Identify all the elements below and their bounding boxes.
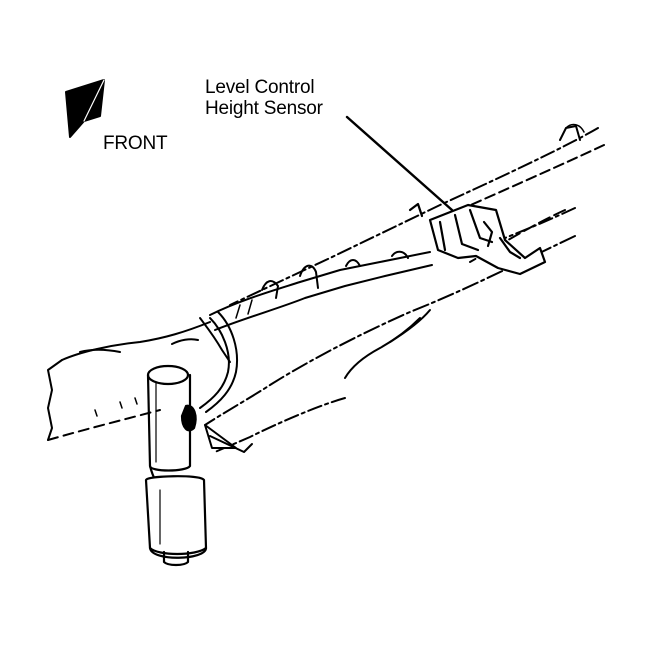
wire-harness [199,309,431,413]
control-link [209,250,433,331]
front-label: FRONT [103,133,168,154]
lower-frame-rail [204,209,576,453]
sensor-label-line1: Level Control [205,77,315,98]
shock-absorber [144,364,208,567]
sensor-label-line2: Height Sensor [205,98,323,119]
upper-frame-rail [229,123,605,306]
front-arrow-icon [65,79,105,138]
height-sensor [408,202,547,276]
sensor-leader-line [345,115,454,212]
mount-arrow [204,424,253,453]
body-panel [47,317,231,441]
